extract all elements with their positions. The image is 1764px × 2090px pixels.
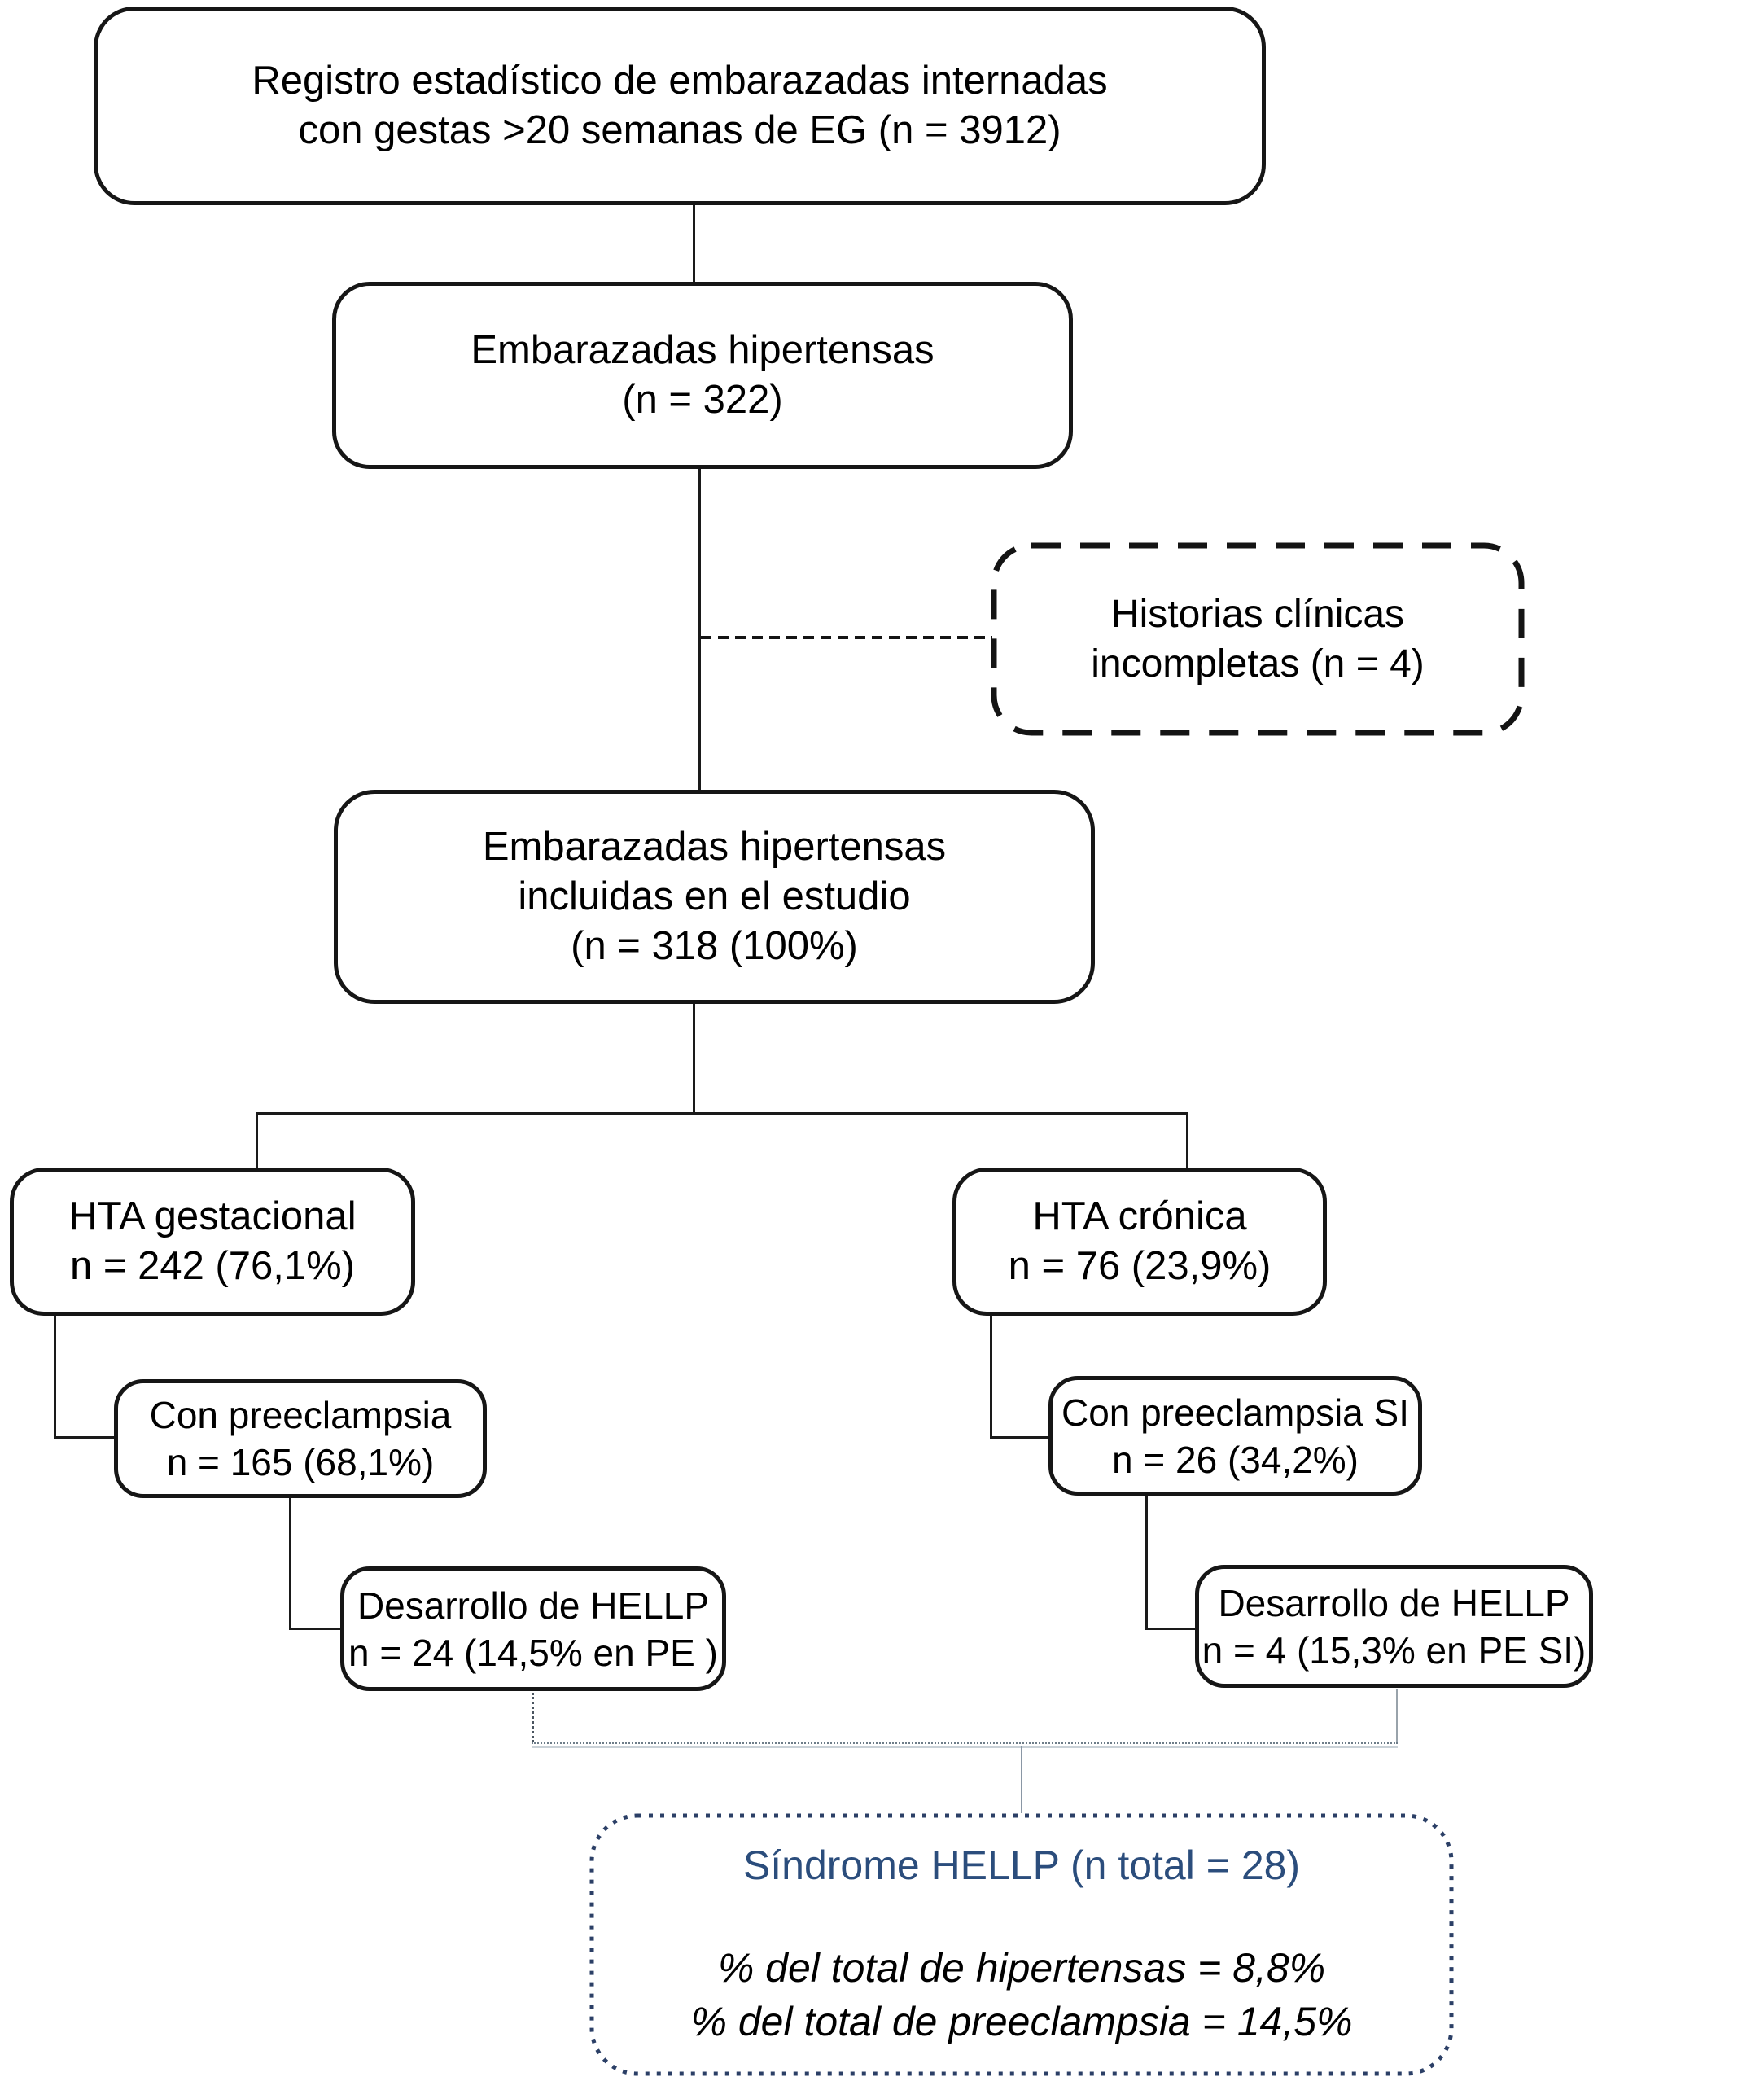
connector-bracket-to-sindrome — [1021, 1746, 1022, 1813]
sindrome-stat-preeclampsia: % del total de preeclampsia = 14,5% — [690, 1999, 1353, 2044]
box-pre-line1: Con preeclampsia — [149, 1394, 452, 1436]
connector-split-right — [1186, 1112, 1188, 1169]
box-historias-incompletas: Historias clínicas incompletas (n = 4) — [991, 542, 1525, 736]
connector-preeclampsiasi-down — [1145, 1494, 1148, 1630]
box-historias-line2: incompletas (n = 4) — [1091, 642, 1425, 686]
box-hta-gestacional: HTA gestacional n = 242 (76,1%) — [10, 1168, 415, 1316]
box-pre-si-line1: Con preeclampsia SI — [1061, 1391, 1409, 1434]
box-hellp-r-line1: Desarrollo de HELLP — [1218, 1581, 1570, 1624]
connector-preeclampsiasi-to-hellp — [1145, 1628, 1198, 1630]
box-registro-line1: Registro estadístico de embarazadas inte… — [252, 59, 1108, 103]
box-desarrollo-hellp-pe: Desarrollo de HELLP n = 24 (14,5% en PE … — [340, 1566, 726, 1691]
dashed-border — [991, 542, 1525, 736]
box-historias-line1: Historias clínicas — [1110, 593, 1405, 636]
box-pre-line2: n = 165 (68,1%) — [166, 1441, 435, 1483]
box-incluidas-estudio: Embarazadas hipertensas incluidas en el … — [334, 790, 1095, 1004]
connector-preeclampsia-to-hellp — [289, 1628, 344, 1630]
connector-hipertensas-to-incluidas — [698, 467, 701, 791]
box-hta-gest-line1: HTA gestacional — [68, 1194, 357, 1238]
box-incluidas-line3: (n = 318 (100%) — [571, 924, 858, 968]
sindrome-stat-hipertensas: % del total de hipertensas = 8,8% — [717, 1945, 1326, 1991]
connector-dashed-to-historias — [701, 636, 992, 639]
box-registro-estadistico: Registro estadístico de embarazadas inte… — [94, 7, 1266, 205]
box-desarrollo-hellp-pe-si: Desarrollo de HELLP n = 4 (15,3% en PE S… — [1195, 1565, 1593, 1688]
connector-incluidas-to-split — [693, 1002, 695, 1114]
box-hellp-l-line1: Desarrollo de HELLP — [357, 1584, 710, 1627]
box-hipertensas-line1: Embarazadas hipertensas — [471, 328, 935, 372]
connector-htagest-to-preeclampsia — [54, 1436, 117, 1439]
connector-htacron-down — [990, 1314, 992, 1439]
box-incluidas-line1: Embarazadas hipertensas — [482, 825, 947, 869]
connector-bracket-horizontal — [532, 1742, 1398, 1748]
connector-split-horizontal — [256, 1112, 1188, 1115]
box-hellp-r-line2: n = 4 (15,3% en PE SI) — [1202, 1628, 1587, 1672]
box-hipertensas-line2: (n = 322) — [622, 378, 783, 422]
box-pre-si-line2: n = 26 (34,2%) — [1111, 1438, 1359, 1481]
connector-htacron-to-preeclampsiasi — [990, 1436, 1052, 1439]
box-hta-gest-line2: n = 242 (76,1%) — [69, 1244, 356, 1288]
connector-hellp-right-down — [1396, 1689, 1398, 1742]
box-hta-cron-line2: n = 76 (23,9%) — [1008, 1244, 1272, 1288]
box-hta-cronica: HTA crónica n = 76 (23,9%) — [952, 1168, 1327, 1316]
box-con-preeclampsia: Con preeclampsia n = 165 (68,1%) — [114, 1379, 487, 1498]
connector-preeclampsia-down — [289, 1496, 291, 1630]
box-incluidas-line2: incluidas en el estudio — [518, 874, 911, 918]
box-hta-cron-line1: HTA crónica — [1032, 1194, 1247, 1238]
box-con-preeclampsia-si: Con preeclampsia SI n = 26 (34,2%) — [1048, 1376, 1422, 1496]
connector-split-left — [256, 1112, 258, 1169]
connector-hellp-left-down — [532, 1693, 534, 1742]
dotted-border — [589, 1813, 1454, 2076]
connector-htagest-down — [54, 1314, 56, 1439]
connector-registro-to-hipertensas — [693, 204, 695, 283]
box-registro-line2: con gestas >20 semanas de EG (n = 3912) — [298, 108, 1061, 152]
sindrome-title: Síndrome HELLP (n total = 28) — [742, 1842, 1301, 1888]
box-hellp-l-line2: n = 24 (14,5% en PE ) — [348, 1631, 718, 1674]
box-sindrome-hellp-total: Síndrome HELLP (n total = 28) % del tota… — [589, 1813, 1454, 2076]
box-embarazadas-hipertensas: Embarazadas hipertensas (n = 322) — [332, 282, 1073, 469]
